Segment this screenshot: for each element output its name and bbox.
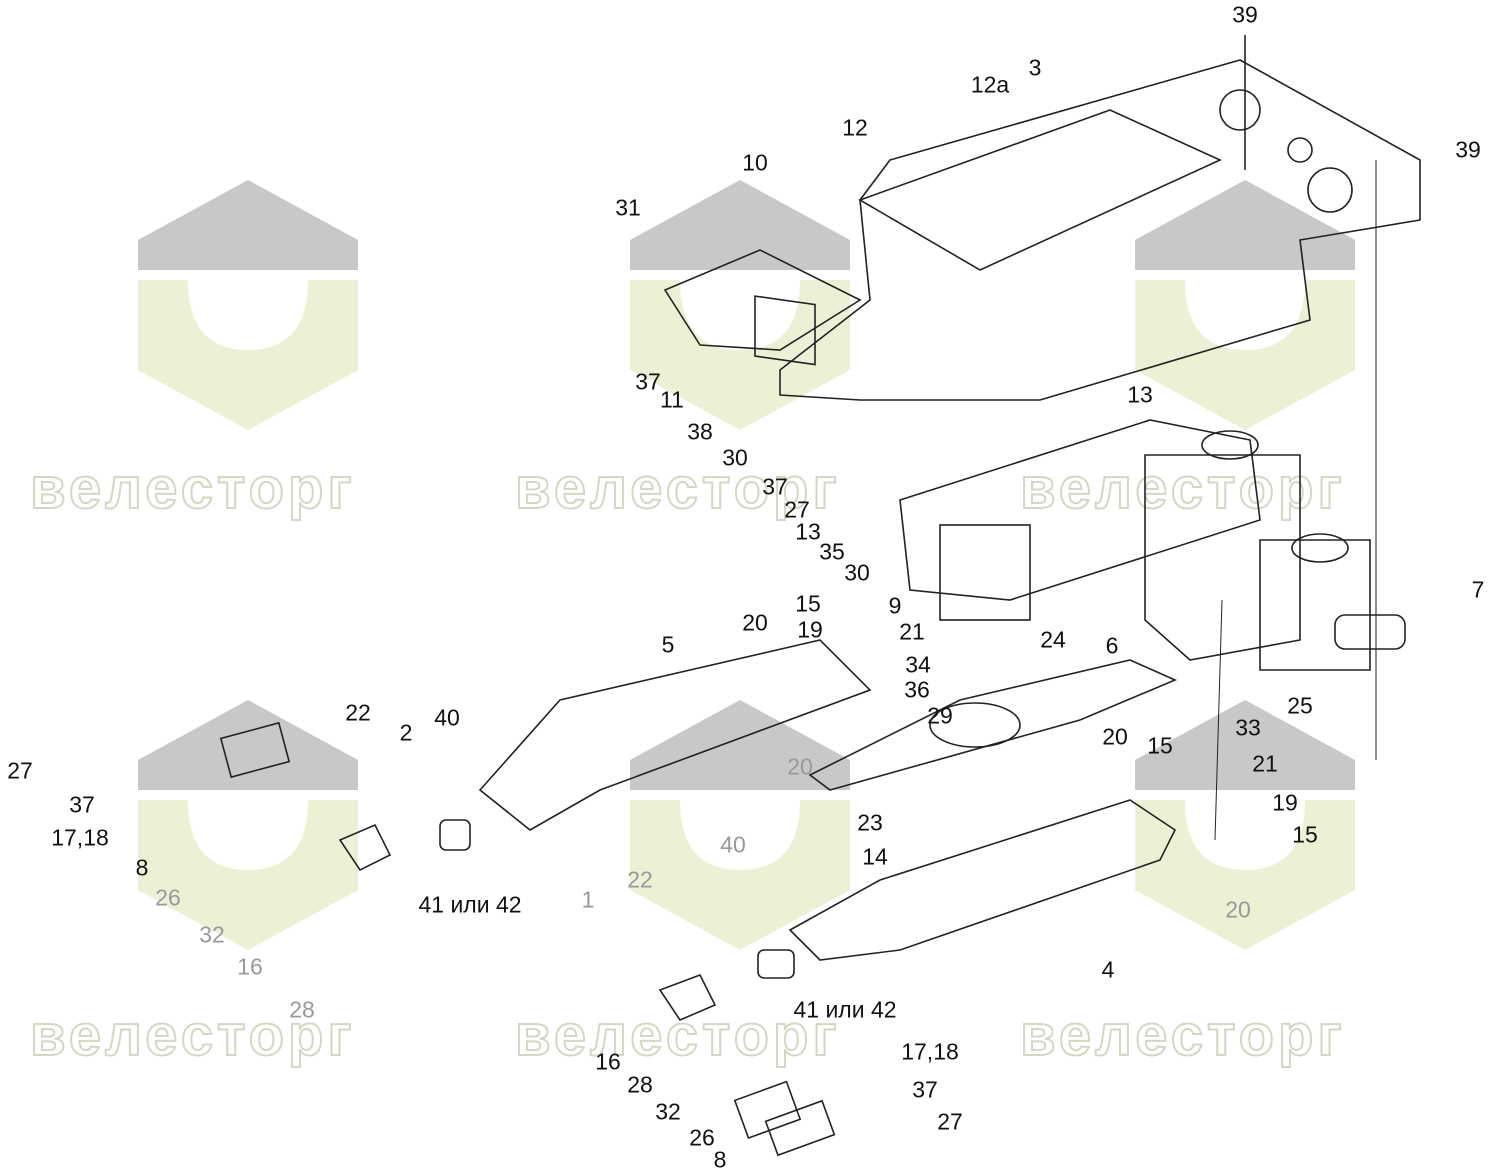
callout-label: 25 [1287, 692, 1313, 719]
arm-4 [788, 799, 1177, 961]
callout-label: 16 [595, 1048, 621, 1075]
callout-label: 15 [1292, 821, 1318, 848]
callout-label: 26 [689, 1124, 715, 1151]
callout-label: 15 [795, 590, 821, 617]
callout-label: 39 [1455, 136, 1481, 163]
callout-label: 15 [1147, 732, 1173, 759]
callout-label: 14 [862, 843, 888, 870]
watermark-logo-icon [1135, 700, 1355, 950]
watermark-text: велесторг [29, 1002, 356, 1069]
callout-label: 16 [237, 953, 263, 980]
watermark-logo-icon [630, 180, 850, 430]
callout-label: 30 [844, 559, 870, 586]
watermark-text: велесторг [1019, 1002, 1346, 1069]
gearbox-7 [1144, 454, 1301, 661]
watermark-logo-icon [630, 700, 850, 950]
callout-label: 26 [155, 884, 181, 911]
callout-label: 3 [1028, 54, 1042, 81]
callout-label: 6 [1105, 632, 1119, 659]
watermark-logo-icon [138, 180, 358, 430]
callout-label: 41 или 42 [793, 996, 897, 1023]
callout-label: 10 [742, 149, 768, 176]
callout-label: 40 [720, 831, 746, 858]
gearbox-9 [939, 524, 1031, 621]
callout-label: 12 [842, 114, 868, 141]
callout-label: 20 [1225, 896, 1251, 923]
callout-label: 35 [819, 538, 845, 565]
callout-label: 41 или 42 [418, 891, 522, 918]
callout-label: 8 [135, 854, 149, 881]
blade-6 [808, 659, 1178, 791]
callout-label: 27 [7, 757, 33, 784]
callout-label: 13 [795, 518, 821, 545]
callout-label: 1 [581, 886, 595, 913]
callout-label: 19 [797, 616, 823, 643]
callout-label: 27 [784, 496, 810, 523]
callout-label: 40 [434, 704, 460, 731]
callout-label: 34 [905, 651, 931, 678]
callout-label: 5 [661, 631, 675, 658]
callout-label: 31 [615, 194, 641, 221]
callout-label: 38 [687, 418, 713, 445]
callout-label: 13 [1127, 381, 1153, 408]
callout-label: 39 [1232, 1, 1258, 28]
watermark-text: велесторг [514, 455, 841, 522]
callout-label: 19 [1272, 789, 1298, 816]
callout-label: 8 [713, 1146, 727, 1170]
callout-label: 28 [289, 996, 315, 1023]
watermark-text: велесторг [29, 455, 356, 522]
callout-label: 20 [787, 753, 813, 780]
callout-label: 9 [888, 592, 902, 619]
callout-label: 22 [627, 866, 653, 893]
callout-label: 27 [937, 1108, 963, 1135]
callout-label: 32 [655, 1098, 681, 1125]
callout-label: 7 [1471, 576, 1485, 603]
callout-label: 11 [660, 386, 684, 413]
bracket-10 [754, 295, 816, 366]
watermark-text: велесторг [1019, 455, 1346, 522]
callout-label: 37 [912, 1076, 938, 1103]
frame-plate [779, 59, 1421, 401]
callout-label: 36 [904, 676, 930, 703]
callout-label: 28 [627, 1071, 653, 1098]
callout-label: 21 [899, 618, 925, 645]
callout-label: 23 [857, 809, 883, 836]
callout-label: 20 [742, 609, 768, 636]
callout-label: 22 [345, 699, 371, 726]
callout-label: 20 [1102, 723, 1128, 750]
callout-label: 32 [199, 921, 225, 948]
callout-label: 33 [1235, 714, 1261, 741]
callout-label: 21 [1252, 750, 1278, 777]
front-bracket [663, 249, 862, 351]
fitting-2 [338, 823, 392, 872]
watermark-logo-icon [1135, 180, 1355, 430]
callout-label: 37 [635, 368, 661, 395]
callout-label: 37 [762, 473, 788, 500]
callout-label: 37 [69, 791, 95, 818]
gear-housing [899, 419, 1261, 601]
callout-label: 17,18 [51, 824, 109, 851]
callout-label: 2 [399, 719, 413, 746]
callout-label: 24 [1040, 626, 1066, 653]
callout-label: 29 [927, 702, 953, 729]
callout-label: 4 [1101, 956, 1115, 983]
arm-5 [478, 639, 872, 831]
watermark-logo-icon [138, 700, 358, 950]
callout-label: 30 [722, 444, 748, 471]
callout-label: 12а [970, 71, 1010, 98]
frame-rail [858, 109, 1222, 271]
callout-label: 17,18 [901, 1038, 959, 1065]
fitting-1 [658, 973, 717, 1021]
